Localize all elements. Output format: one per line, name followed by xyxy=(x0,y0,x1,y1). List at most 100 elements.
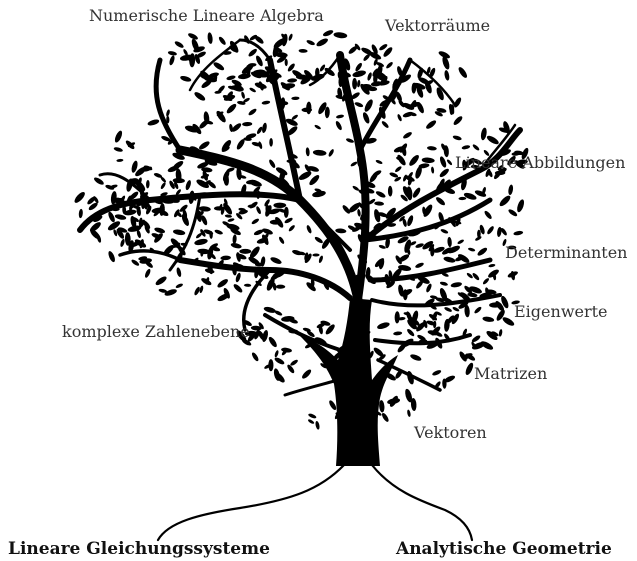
tree-leaf xyxy=(120,238,126,247)
tree-leaf xyxy=(167,50,177,56)
tree-leaf xyxy=(174,40,185,49)
tree-leaf xyxy=(440,228,449,234)
tree-leaf xyxy=(363,98,374,113)
tree-leaf xyxy=(406,328,415,337)
tree-leaf xyxy=(215,109,228,123)
tree-leaf xyxy=(345,138,354,144)
tree-leaf xyxy=(200,277,212,287)
tree-leaf xyxy=(214,229,224,236)
tree-leaf xyxy=(336,114,344,119)
tree-branch xyxy=(285,380,338,395)
tree-leaf xyxy=(439,281,448,287)
tree-leaf xyxy=(308,413,317,420)
tree-leaf xyxy=(452,115,463,126)
tree-leaf xyxy=(113,130,123,144)
tree-leaf xyxy=(239,249,251,254)
label-determinanten: Determinanten xyxy=(505,245,627,261)
tree-leaf xyxy=(249,87,257,93)
tree-leaf xyxy=(407,409,412,417)
tree-leaf xyxy=(307,419,315,425)
tree-leaf xyxy=(173,229,186,236)
tree-leaf xyxy=(176,267,182,278)
tree-leaf xyxy=(357,80,361,88)
label-lineare-abbildungen: Lineare Abbildungen xyxy=(455,155,625,171)
tree-leaf xyxy=(269,138,273,147)
tree-leaf xyxy=(314,236,324,245)
tree-leaf xyxy=(472,143,480,151)
tree-leaf xyxy=(242,122,252,127)
tree-leaf xyxy=(244,284,251,287)
tree-branch xyxy=(365,200,490,240)
tree-leaf xyxy=(328,148,335,157)
label-vektorraeume: Vektorräume xyxy=(385,18,490,34)
tree-leaf xyxy=(306,225,313,235)
tree-leaf xyxy=(468,247,476,252)
tree-leaf xyxy=(225,214,233,218)
tree-leaf xyxy=(457,66,469,79)
tree-leaf xyxy=(482,316,494,323)
tree-leaf xyxy=(476,246,488,257)
tree-leaf xyxy=(376,321,390,330)
tree-leaf xyxy=(385,61,394,69)
tree-leaf xyxy=(218,36,227,46)
tree-leaf xyxy=(463,192,477,202)
tree-leaf xyxy=(288,224,296,232)
tree-leaf xyxy=(261,100,270,105)
tree-leaf xyxy=(394,165,402,173)
tree-leaf xyxy=(168,55,175,66)
tree-leaf xyxy=(318,255,324,263)
tree-leaf xyxy=(480,127,488,141)
tree-leaf xyxy=(314,124,322,130)
tree-foliage xyxy=(73,29,530,430)
root-label-lineare-gleichungssysteme: Lineare Gleichungssysteme xyxy=(8,541,270,558)
tree-leaf xyxy=(397,114,403,122)
tree-branches xyxy=(80,40,520,395)
label-numerische-lineare-algebra: Numerische Lineare Algebra xyxy=(89,8,324,24)
tree-leaf xyxy=(78,209,83,219)
tree-leaf xyxy=(301,368,313,380)
tree-leaf xyxy=(291,96,299,100)
tree-leaf xyxy=(427,146,437,151)
tree-leaf xyxy=(268,359,273,371)
tree-leaf xyxy=(232,283,243,294)
tree-leaf xyxy=(276,285,286,289)
tree-leaf xyxy=(458,197,466,201)
tree-leaf xyxy=(367,72,373,81)
tree-leaf xyxy=(154,227,166,235)
tree-leaf xyxy=(73,190,87,204)
tree-leaf xyxy=(507,208,518,217)
tree-leaf xyxy=(306,102,312,115)
tree-leaf xyxy=(406,215,414,227)
tree-leaf xyxy=(175,283,183,289)
tree-leaf xyxy=(447,237,452,248)
tree-leaf xyxy=(488,263,495,267)
tree-leaf xyxy=(431,369,441,377)
tree-leaf xyxy=(352,78,357,90)
tree-leaf xyxy=(93,176,105,186)
tree-leaf xyxy=(498,329,502,337)
tree-leaf xyxy=(477,230,481,239)
root-line-right xyxy=(372,465,472,540)
tree-leaf xyxy=(444,306,453,313)
tree-leaf xyxy=(362,53,371,62)
tree-leaf xyxy=(180,75,192,83)
tree-branch xyxy=(156,60,180,150)
tree-leaf xyxy=(457,239,465,245)
tree-leaf xyxy=(374,201,384,206)
tree-leaf xyxy=(439,156,448,169)
label-komplexe-zahlenebene: komplexe Zahlenebene xyxy=(62,324,250,340)
tree-leaf xyxy=(450,281,462,288)
tree-leaf xyxy=(471,272,480,281)
tree-leaf xyxy=(486,134,500,146)
tree-leaf xyxy=(248,108,258,117)
tree-leaf xyxy=(389,171,399,178)
tree-leaf xyxy=(378,244,386,249)
tree-leaf xyxy=(372,346,385,358)
tree-leaf xyxy=(315,37,329,48)
tree-leaf xyxy=(452,135,462,141)
tree-leaf xyxy=(513,230,523,236)
tree-leaf xyxy=(263,306,276,314)
tree-leaf xyxy=(498,194,512,208)
label-matrizen: Matrizen xyxy=(474,366,547,382)
tree-leaf xyxy=(446,159,453,166)
